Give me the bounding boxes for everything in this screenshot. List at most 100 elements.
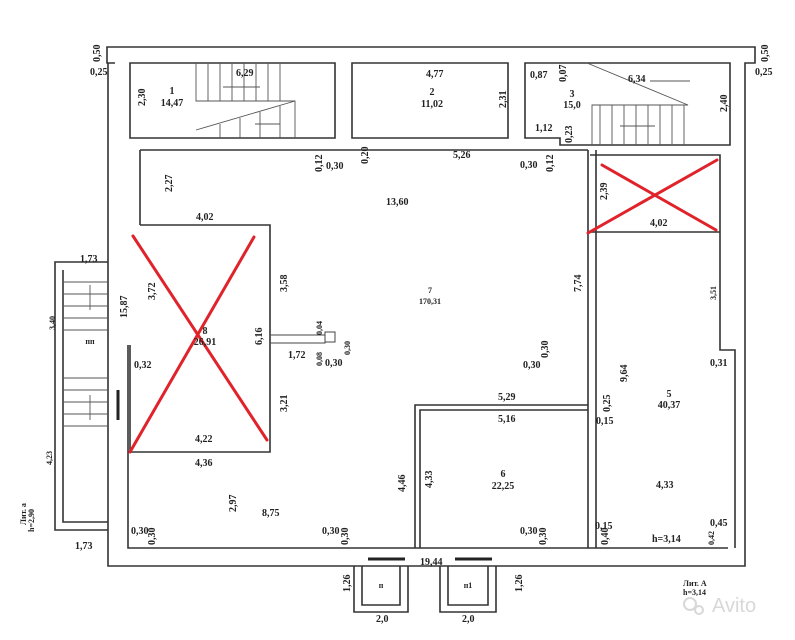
dim: 5,16 xyxy=(498,414,516,425)
dim: 5,26 xyxy=(453,150,471,161)
dim: 6,16 xyxy=(254,328,265,346)
dim: 4,33 xyxy=(424,471,435,489)
outer-walls xyxy=(106,46,756,567)
room-6-number: 6 xyxy=(501,469,506,480)
dim: 1,12 xyxy=(535,123,553,134)
dim: 4,02 xyxy=(650,218,668,229)
dim: 4,22 xyxy=(195,434,213,445)
dim: 0,45 xyxy=(710,518,728,529)
dim: 2,40 xyxy=(719,95,730,113)
dim: 0,30 xyxy=(131,526,149,537)
room-5-number: 5 xyxy=(667,389,672,400)
room-1-area: 14,47 xyxy=(161,98,184,109)
dim: 0,40 xyxy=(600,528,611,546)
dim: 0,30 xyxy=(325,358,343,369)
room-labels: 1 14,47 2 11,02 3 15,0 5 40,37 6 22,25 7… xyxy=(85,86,680,590)
room-3-area: 15,0 xyxy=(563,100,581,111)
porch-label-p1: п1 xyxy=(464,581,473,590)
dim: 2,97 xyxy=(228,495,239,513)
room-2-area: 11,02 xyxy=(421,99,443,110)
dim: 4,33 xyxy=(656,480,674,491)
dim: 5,29 xyxy=(498,392,516,403)
dimension-labels: 0,25 0,50 0,25 0,50 2,30 6,29 4,77 2,31 … xyxy=(45,45,773,626)
room-8-area: 26,91 xyxy=(194,337,217,348)
dim: 7,74 xyxy=(573,275,584,293)
dim: 0,30 xyxy=(540,341,551,359)
dim: 2,39 xyxy=(599,183,610,201)
demolition-marks xyxy=(128,158,719,454)
porch-label-p: п xyxy=(379,581,384,590)
room-8-walls xyxy=(129,224,271,453)
dim: 6,29 xyxy=(236,68,254,79)
dim: 0,50 xyxy=(760,45,771,63)
dim: 13,60 xyxy=(386,197,409,208)
dim: 0,42 xyxy=(707,531,716,545)
dim: 1,26 xyxy=(342,575,353,593)
dim: 0,25 xyxy=(90,67,108,78)
dim: 0,25 xyxy=(755,67,773,78)
dim: 1,72 xyxy=(288,350,306,361)
dim: 4,46 xyxy=(397,475,408,493)
lit-right-height: h=3,14 xyxy=(683,588,706,597)
room-6-walls xyxy=(414,404,588,548)
dim: 3,72 xyxy=(147,283,158,301)
lit-left-height: h=2,90 xyxy=(27,509,36,532)
dim: 0,87 xyxy=(530,70,548,81)
dim: 4,36 xyxy=(195,458,213,469)
dim: 1,26 xyxy=(514,575,525,593)
dim: 0,31 xyxy=(710,358,728,369)
dim: 0,25 xyxy=(602,395,613,413)
lit-right-label: Лит. А xyxy=(683,579,707,588)
dim: 1,73 xyxy=(75,541,93,552)
dim: 0,50 xyxy=(92,45,103,63)
dim: 3,40 xyxy=(48,316,57,330)
annex-label-pp: пп xyxy=(85,337,95,346)
left-stair-annex xyxy=(54,261,120,531)
dim: 2,30 xyxy=(137,89,148,107)
room-6-area: 22,25 xyxy=(492,481,515,492)
dim: 0,30 xyxy=(322,526,340,537)
dim: 3,51 xyxy=(709,286,718,300)
dim: 0,12 xyxy=(314,155,325,173)
dim: 2,27 xyxy=(164,175,175,193)
dim: 0,30 xyxy=(538,528,549,546)
avito-watermark: Avito xyxy=(683,595,756,617)
dim: 3,58 xyxy=(279,275,290,293)
dim: 0,15 xyxy=(596,416,614,427)
room-7-area: 170,31 xyxy=(419,297,441,306)
duct xyxy=(270,331,336,344)
dim: 19,44 xyxy=(420,557,443,568)
room-1-number: 1 xyxy=(170,86,175,97)
room-8-number: 8 xyxy=(203,326,208,337)
dim: 0,30 xyxy=(343,341,352,355)
stairs-3 xyxy=(586,62,690,145)
dim: 4,02 xyxy=(196,212,214,223)
dim: 6,34 xyxy=(628,74,646,85)
height-label: h=3,14 xyxy=(652,534,681,545)
dim: 8,75 xyxy=(262,508,280,519)
dim: 2,0 xyxy=(462,614,475,625)
dim: 0,04 xyxy=(315,321,324,335)
entrance-porches xyxy=(353,557,497,613)
dim: 0,12 xyxy=(545,155,556,173)
dim: 0,30 xyxy=(520,526,538,537)
room-3-number: 3 xyxy=(570,89,575,100)
dim: 0,07 xyxy=(558,65,569,83)
dim: 0,15 xyxy=(595,521,613,532)
room-5-area: 40,37 xyxy=(658,400,681,411)
dim: 0,23 xyxy=(564,126,575,144)
stairs-1 xyxy=(195,63,296,138)
dim: 2,31 xyxy=(498,91,509,109)
lit-left-label: Лит. а xyxy=(19,503,28,525)
room-2-number: 2 xyxy=(430,87,435,98)
dim: 0,30 xyxy=(523,360,541,371)
dim: 0,30 xyxy=(326,161,344,172)
dim: 2,0 xyxy=(376,614,389,625)
dim: 0,30 xyxy=(340,528,351,546)
dim: 9,64 xyxy=(619,365,630,383)
dim: 0,30 xyxy=(520,160,538,171)
dim: 3,21 xyxy=(279,395,290,413)
dim: 4,23 xyxy=(45,451,54,465)
dim: 15,87 xyxy=(119,296,130,319)
